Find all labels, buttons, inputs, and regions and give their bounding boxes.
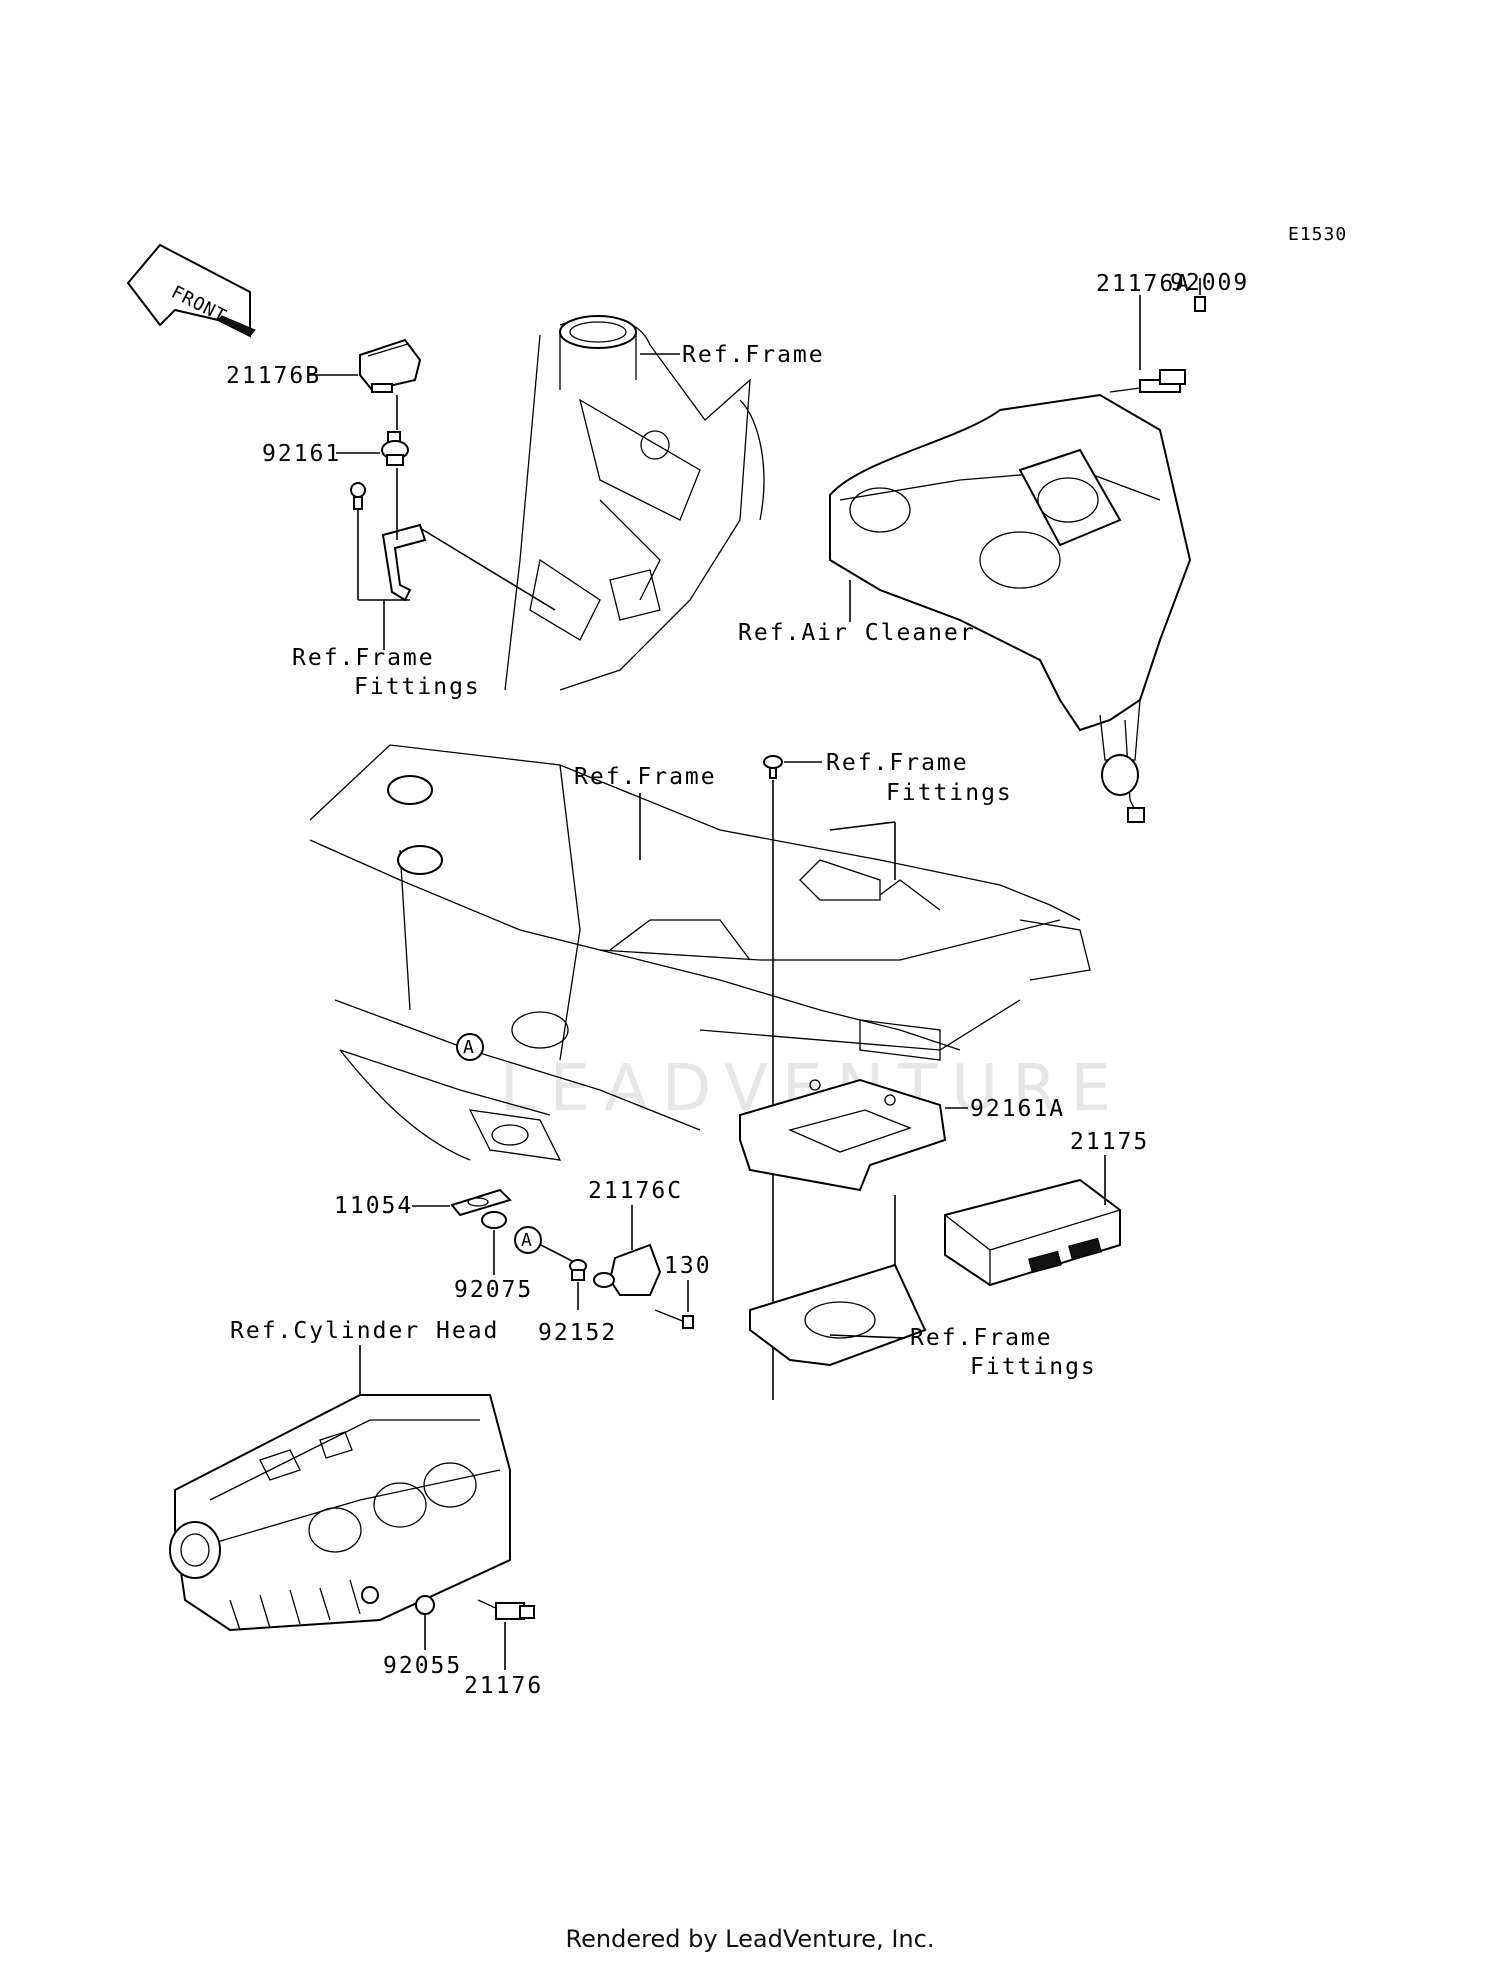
part-92161-grommet [381,431,409,466]
frame-fittings-bracket-right [749,1263,927,1367]
part-92009-bolt [1194,296,1206,312]
label-ref-cylinder-head: Ref.Cylinder Head [230,1318,499,1344]
part-11054-bracket [450,1188,512,1217]
label-21176: 21176 [464,1673,543,1699]
label-21176B: 21176B [226,363,321,389]
label-21176C: 21176C [588,1178,683,1204]
label-21175: 21175 [1070,1129,1149,1155]
label-ref-frame-top: Ref.Frame [682,342,825,368]
label-ref-air-cleaner: Ref.Air Cleaner [738,620,976,646]
connector-a-label-frame: A [463,1037,475,1058]
label-92161: 92161 [262,441,341,467]
label-frame-fittings-right-top-2: Fittings [886,780,1013,806]
part-92152-collar [569,1259,587,1281]
part-21176C-sensor [593,1243,662,1296]
connector-a-marker-frame: A [456,1033,484,1061]
frame-fittings-bolt-right [763,755,783,779]
diagram-code: E1530 [1288,224,1347,245]
part-92075-grommet [481,1211,507,1229]
part-21175-ecu [944,1178,1121,1287]
label-92152: 92152 [538,1320,617,1346]
footer-credit: Rendered by LeadVenture, Inc. [565,1925,935,1953]
label-92075: 92075 [454,1277,533,1303]
part-92055-washer [415,1595,435,1615]
connector-a-marker-bottom: A [514,1226,542,1254]
label-frame-fittings-left-2: Fittings [354,674,481,700]
label-ref-frame-mid: Ref.Frame [574,764,717,790]
cylinder-head-sketch [169,1394,511,1632]
part-130-bolt [654,1309,694,1329]
part-92161A-ecu-holder [739,1078,947,1192]
part-21176-sensor [477,1599,535,1620]
label-92161A: 92161A [970,1096,1065,1122]
frame-fittings-bracket-left [350,482,427,602]
air-cleaner-sketch [829,393,1192,823]
label-21176A: 21176A [1096,271,1191,297]
label-frame-fittings-right-bottom-2: Fittings [970,1354,1097,1380]
label-11054: 11054 [334,1193,413,1219]
label-frame-fittings-left-1: Ref.Frame [292,645,435,671]
front-arrow-icon: FRONT [126,243,256,338]
label-frame-fittings-right-bottom-1: Ref.Frame [910,1325,1053,1351]
part-21176B-sensor [359,338,422,393]
connector-a-label-bottom: A [521,1230,533,1251]
label-92055: 92055 [383,1653,462,1679]
part-21176A-sensor [1109,369,1186,393]
label-130: 130 [664,1253,712,1279]
label-92009: 92009 [1170,270,1249,296]
main-frame-sketch [309,744,1091,1161]
label-frame-fittings-right-top-1: Ref.Frame [826,750,969,776]
frame-head-sketch [504,315,765,691]
